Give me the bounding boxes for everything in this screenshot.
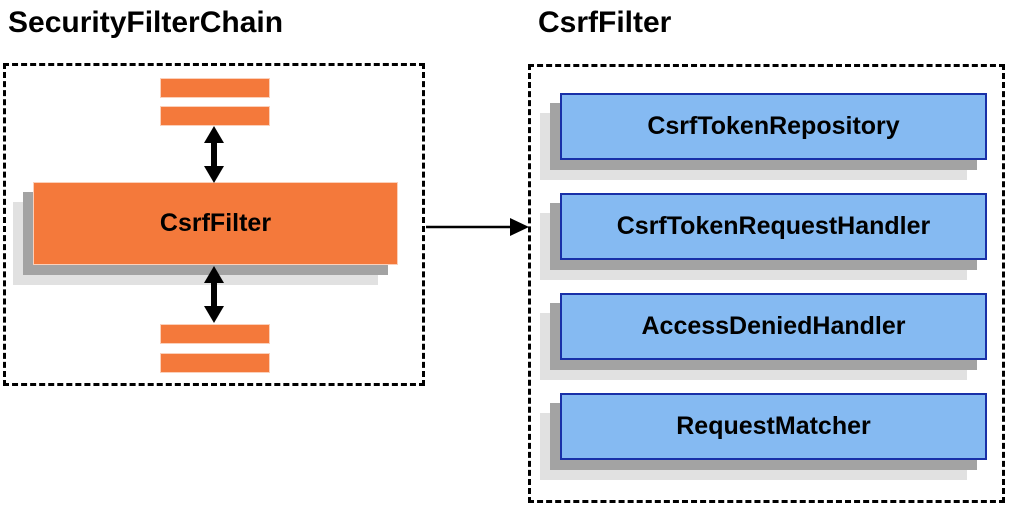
csrf-filter-panel bbox=[528, 64, 1005, 503]
flow-arrow-icon bbox=[426, 218, 529, 236]
component-box-request-matcher: RequestMatcher bbox=[560, 393, 987, 460]
security-filter-chain-panel bbox=[3, 63, 425, 386]
component-box-access-denied-handler: AccessDeniedHandler bbox=[560, 293, 987, 360]
csrf-filter-box-label: CsrfFilter bbox=[159, 209, 272, 237]
csrf-filter-box: CsrfFilter bbox=[33, 182, 398, 265]
left-panel-title: SecurityFilterChain bbox=[8, 6, 284, 39]
component-label: CsrfTokenRepository bbox=[647, 112, 900, 140]
filter-chain-bar-top-1 bbox=[160, 78, 270, 98]
component-label: RequestMatcher bbox=[676, 412, 871, 440]
right-panel-title: CsrfFilter bbox=[538, 6, 672, 39]
filter-chain-bar-bottom-1 bbox=[160, 324, 270, 344]
filter-chain-bar-bottom-2 bbox=[160, 353, 270, 373]
filter-chain-bar-top-2 bbox=[160, 106, 270, 126]
component-label: AccessDeniedHandler bbox=[641, 312, 906, 340]
component-box-csrf-token-request-handler: CsrfTokenRequestHandler bbox=[560, 193, 987, 260]
component-label: CsrfTokenRequestHandler bbox=[616, 212, 931, 240]
component-box-csrf-token-repository: CsrfTokenRepository bbox=[560, 93, 987, 160]
